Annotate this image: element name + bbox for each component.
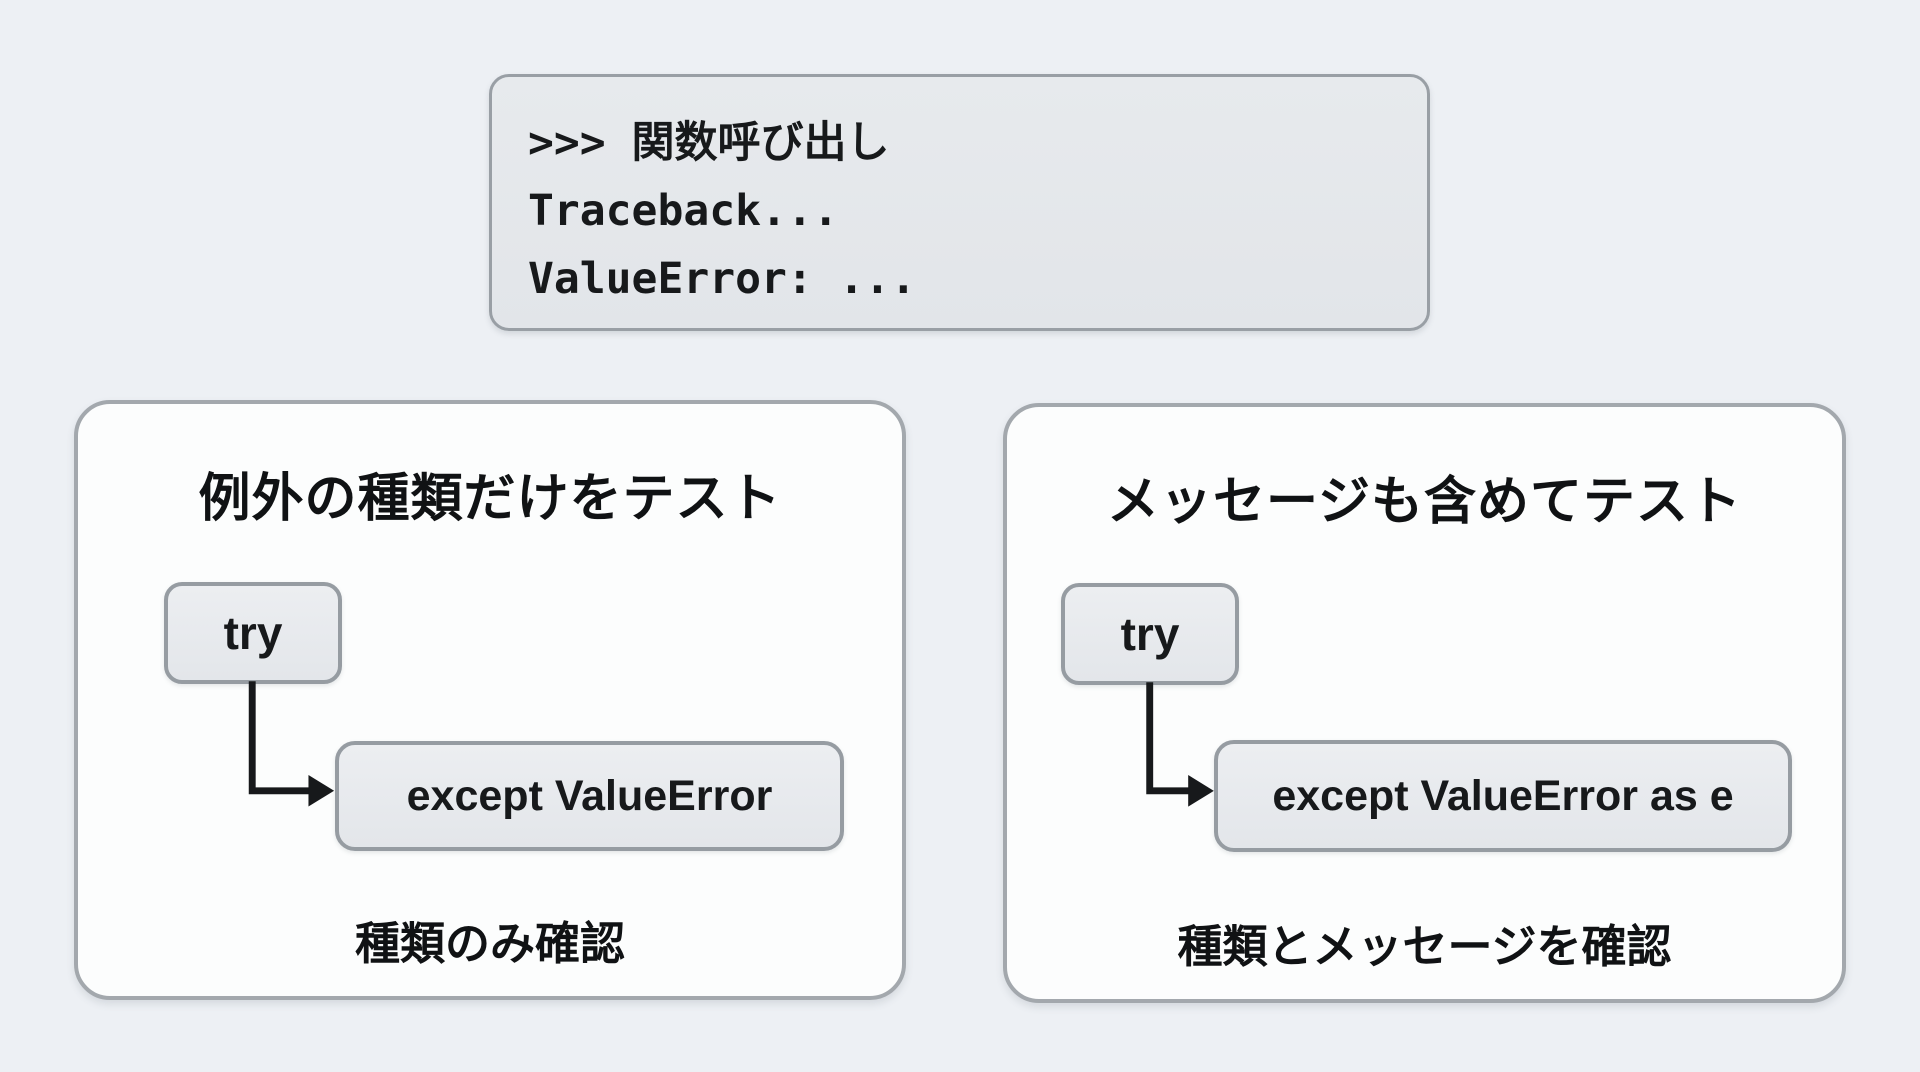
except-label: except ValueError as e: [1272, 771, 1734, 820]
try-node: try: [164, 582, 342, 684]
panel-exception-type-only: 例外の種類だけをテスト try except ValueError 種類のみ確認: [74, 400, 906, 1000]
try-label: try: [1120, 608, 1180, 660]
console-output-box: >>> 関数呼び出し Traceback... ValueError: ...: [489, 74, 1430, 331]
except-label: except ValueError: [406, 771, 773, 820]
console-line-function-call: >>> 関数呼び出し: [528, 118, 890, 168]
console-line-valueerror: ValueError: ...: [528, 254, 917, 304]
panel-caption: 種類とメッセージを確認: [1177, 921, 1672, 972]
try-label: try: [223, 607, 283, 659]
try-node: try: [1061, 583, 1239, 685]
panel-title: メッセージも含めてテスト: [1107, 473, 1742, 531]
panel-caption: 種類のみ確認: [354, 918, 625, 969]
except-node: except ValueError: [335, 741, 844, 851]
panel-title: 例外の種類だけをテスト: [198, 470, 782, 528]
console-line-traceback: Traceback...: [528, 186, 839, 236]
panel-exception-with-message: メッセージも含めてテスト try except ValueError as e …: [1003, 403, 1846, 1003]
except-node: except ValueError as e: [1214, 740, 1792, 852]
